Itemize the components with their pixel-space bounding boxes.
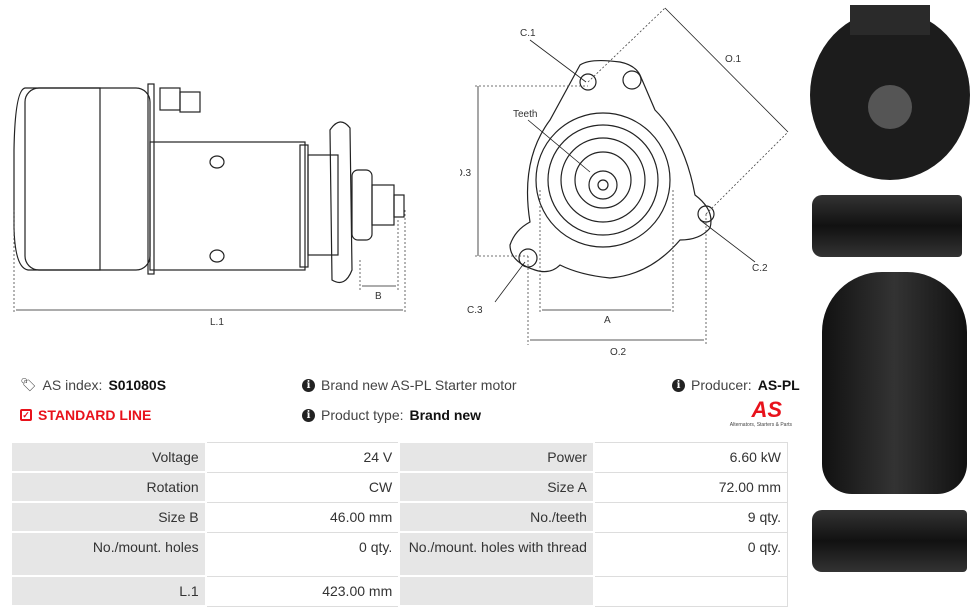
side-view-drawing: L.1 B [13, 83, 406, 328]
spec-value: 9 qty. [593, 501, 788, 533]
spec-label: No./teeth [398, 501, 595, 533]
label-o3: O.3 [460, 168, 472, 179]
label-b: B [375, 291, 382, 302]
logo-tagline: Alternators, Starters & Parts [729, 422, 792, 428]
as-index: 🏷 AS index: S01080S [20, 377, 166, 393]
product-type: i Product type: Brand new [302, 407, 481, 423]
spec-value: 24 V [205, 441, 400, 473]
producer-label: Producer: [691, 377, 752, 393]
standard-line-label: STANDARD LINE [38, 407, 152, 423]
producer-value: AS-PL [757, 377, 800, 393]
spec-value [593, 575, 788, 607]
tag-icon: 🏷 [20, 377, 37, 392]
logo-text: AS [751, 397, 782, 422]
spec-label: L.1 [10, 575, 207, 607]
spec-label: No./mount. holes with thread [398, 531, 595, 577]
label-c1: C.1 [520, 28, 536, 39]
label-o1: O.1 [725, 54, 742, 65]
spec-value: 6.60 kW [593, 441, 788, 473]
info-icon: i [302, 378, 315, 392]
description: i Brand new AS-PL Starter motor [302, 377, 517, 393]
as-pl-logo: AS Alternators, Starters & Parts [700, 397, 792, 429]
product-type-label: Product type: [321, 407, 404, 423]
product-photo-side [812, 195, 962, 257]
spec-value: 0 qty. [593, 531, 788, 577]
spec-label [398, 575, 595, 607]
as-index-value: S01080S [108, 377, 167, 393]
spec-value: 46.00 mm [205, 501, 400, 533]
product-photo-side-2 [812, 510, 967, 572]
product-photo-top [822, 272, 967, 494]
spec-value: 72.00 mm [593, 471, 788, 503]
spec-label: Size B [10, 501, 207, 533]
producer: i Producer: AS-PL [672, 377, 800, 393]
label-a: A [604, 315, 611, 326]
description-text: Brand new AS-PL Starter motor [321, 377, 517, 393]
spec-label: Voltage [10, 441, 207, 473]
label-o2: O.2 [610, 347, 627, 358]
checkbox-icon: ✓ [20, 409, 32, 421]
product-photo-front [810, 5, 970, 180]
spec-value: 0 qty. [205, 531, 400, 577]
info-icon: i [302, 408, 315, 422]
spec-label: Power [398, 441, 595, 473]
info-icon: i [672, 378, 685, 392]
label-c3: C.3 [467, 305, 483, 316]
spec-value: 423.00 mm [205, 575, 400, 607]
as-index-label: AS index: [42, 377, 103, 393]
label-teeth: Teeth [513, 109, 537, 120]
label-c2: C.2 [752, 263, 768, 274]
label-l1: L.1 [210, 317, 224, 328]
product-type-value: Brand new [409, 407, 482, 423]
spec-label: No./mount. holes [10, 531, 207, 577]
spec-value: CW [205, 471, 400, 503]
spec-label: Size A [398, 471, 595, 503]
standard-line: ✓ STANDARD LINE [20, 407, 151, 423]
front-view-drawing: C.1 O.1 O.3 Teeth C.2 C.3 A O.2 [460, 7, 789, 358]
spec-label: Rotation [10, 471, 207, 503]
